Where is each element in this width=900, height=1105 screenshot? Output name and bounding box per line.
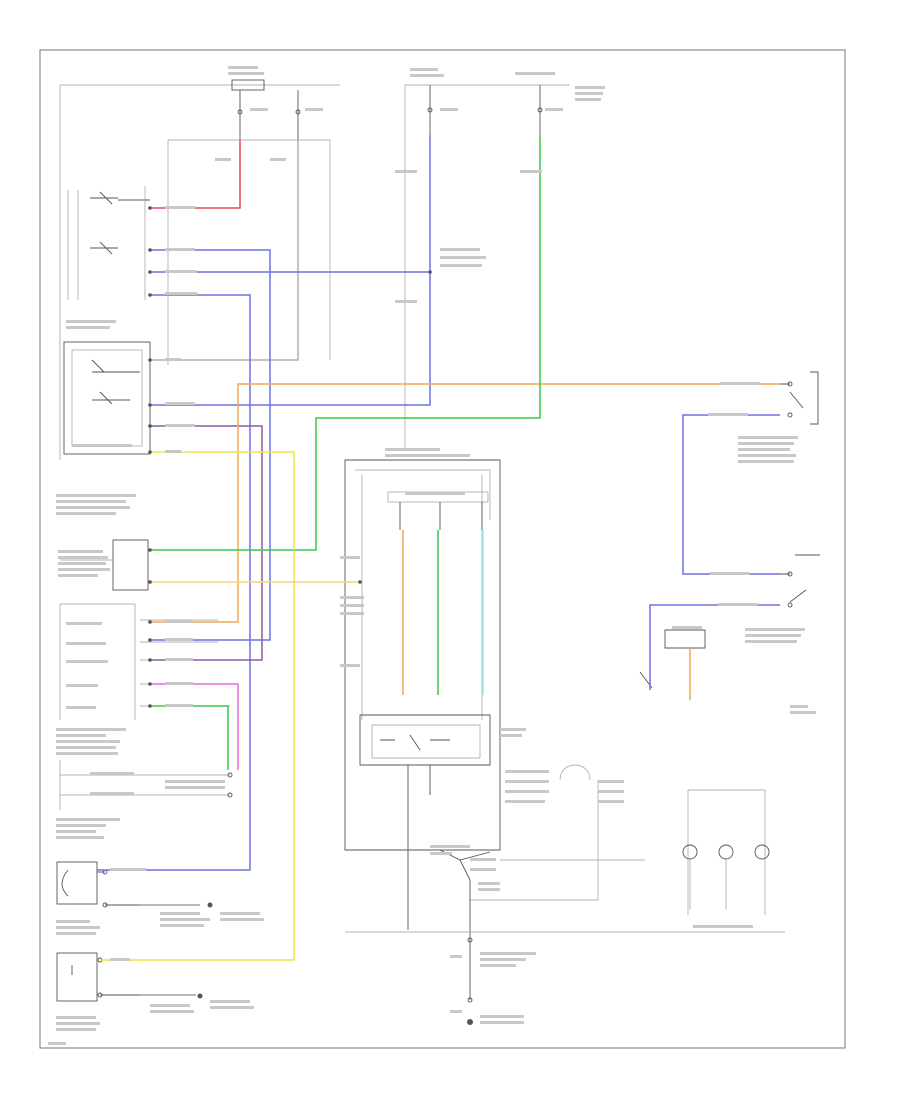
wire-red xyxy=(150,140,241,209)
control-head xyxy=(344,459,501,930)
module-left-upper xyxy=(67,186,150,300)
wire-blue-right-2 xyxy=(649,604,780,690)
module-left-mid xyxy=(60,539,149,591)
pressure-switch-upper xyxy=(780,371,819,425)
lamp-icon xyxy=(682,789,770,915)
pressure-switch-lower xyxy=(780,554,820,608)
wire-orange xyxy=(150,383,780,623)
fuse-block-left xyxy=(59,79,340,460)
blower-switch xyxy=(439,764,645,1025)
wire-green-2 xyxy=(150,705,229,770)
wire-pink xyxy=(150,683,239,770)
diagram-border xyxy=(39,49,846,1049)
connector-icon xyxy=(148,206,432,708)
wire-yellow xyxy=(100,451,295,961)
wire-gray-1 xyxy=(150,140,299,361)
wire-violet xyxy=(150,425,263,661)
wire-blue-4 xyxy=(150,135,431,406)
module-left-lower xyxy=(59,760,233,810)
wire-green-1 xyxy=(150,135,541,551)
label-stubs xyxy=(48,66,816,1045)
module-left-relay xyxy=(63,341,151,455)
wire-blue-1 xyxy=(150,249,271,641)
fuse-block-right xyxy=(404,84,570,450)
